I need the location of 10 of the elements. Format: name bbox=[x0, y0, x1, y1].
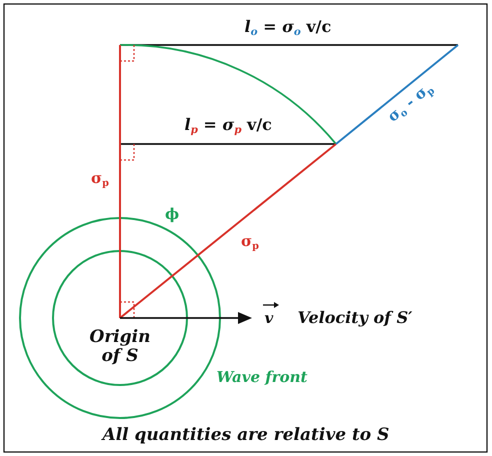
origin-label: Origin of S bbox=[88, 328, 152, 366]
velocity-label: Velocity of S′ bbox=[298, 309, 412, 327]
caption: All quantities are relative to S bbox=[102, 426, 390, 445]
vector-symbol: v bbox=[264, 310, 274, 326]
equation-label: l$_{p}$ = σ$_{p}$ v/c bbox=[184, 116, 272, 134]
side-label: σ$_{p}$ bbox=[241, 232, 259, 249]
side-label: σ$_{p}$ bbox=[91, 170, 109, 186]
angle-label: ϕ bbox=[165, 206, 180, 222]
wave-front-label: Wave front bbox=[216, 368, 308, 385]
equation-label: l$_{o}$ = σ$_{o}$ v/c bbox=[244, 18, 332, 36]
